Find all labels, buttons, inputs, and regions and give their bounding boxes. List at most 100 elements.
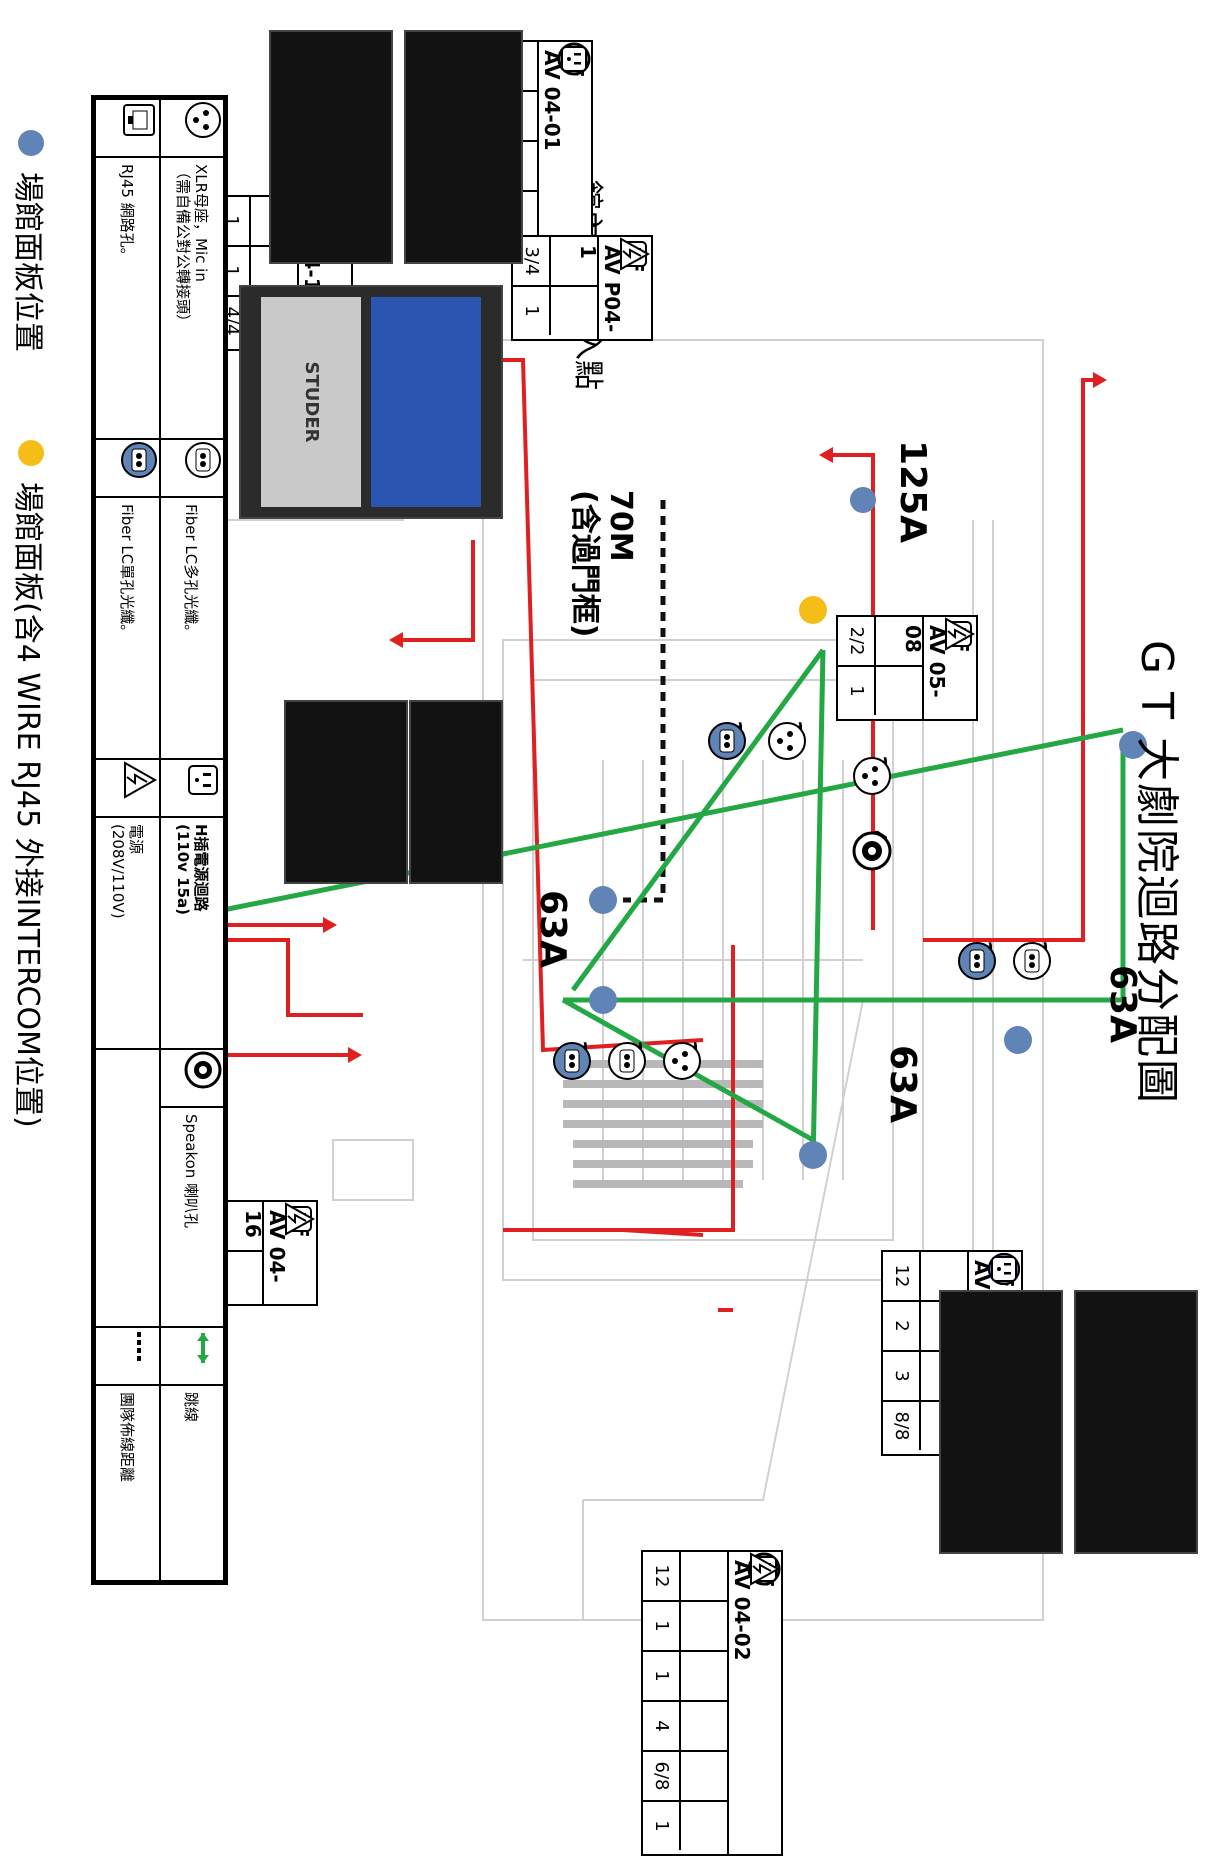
fiber-single-icon xyxy=(679,1553,780,1700)
chip-speakon-top: 4 xyxy=(852,830,893,871)
av-box-count: 2/2 xyxy=(846,626,867,656)
chip-multi-bottom: 1 xyxy=(608,1040,648,1080)
av-box-av0401: 4FAV 04-0112144/4 xyxy=(451,40,593,246)
av-box-cells: 2/2 1 xyxy=(838,617,976,719)
chip-xlr-bottom: 12 xyxy=(663,1040,703,1080)
fiber-single-icon xyxy=(553,1042,591,1080)
legend-speakon-text: Speakon 喇叭孔 xyxy=(161,1108,223,1328)
av-box-cells: 12144/4 xyxy=(453,42,591,244)
av-box-count: 1 xyxy=(651,1820,672,1832)
av-box-code: AV 04-01 xyxy=(540,50,564,151)
legend-outlet-text: H插電源迴路 (110v 15a) xyxy=(161,818,223,1050)
power-outlet-icon xyxy=(188,765,218,795)
av-box-cell: 2/2 xyxy=(838,617,972,667)
legend-icon xyxy=(161,760,223,818)
footer-panel-text: 場館面板位置 xyxy=(10,172,45,352)
fiber-single-icon xyxy=(121,442,157,478)
legend-fiber-single-text: Fiber LC單孔光纖。 xyxy=(96,498,159,760)
av-box-count: 1 xyxy=(521,305,542,317)
power-208-icon xyxy=(214,1202,316,1300)
av-box-count: 12 xyxy=(651,1564,672,1588)
power-outlet-icon xyxy=(549,237,647,285)
fiber-single-icon xyxy=(958,942,996,980)
chip-multi-right: 1 xyxy=(1013,940,1053,980)
chip-xlr-left: 12 xyxy=(768,720,808,760)
legend-team-text: 團隊佈線距離 xyxy=(118,1392,136,1483)
av-box-header: 4FAV 04-02 xyxy=(727,1552,781,1854)
fiber-multi-icon xyxy=(608,1042,646,1080)
av-box-count: 2 xyxy=(891,1320,912,1332)
av-box-cell: 12 xyxy=(643,1552,780,1602)
amp-label-125a: 125A xyxy=(892,440,933,544)
footer-intercom: 場館面板(含4 WIRE RJ45 外接INTERCOM位置) xyxy=(9,440,53,1128)
legend-row: XLR母座，Mic in （需自備公對公轉接頭） Fiber LC多孔光纖。 H… xyxy=(159,100,223,1580)
cable-length-label: 70M (含過門框) xyxy=(566,490,638,637)
fiber-multi-icon xyxy=(1013,942,1051,980)
intercom-dot-icon xyxy=(18,440,44,466)
av-box-cell: 8/8 xyxy=(883,1256,1017,1450)
av-box-avp041: 4FAV P04-13/41 xyxy=(511,235,653,341)
av-box-av0514: 5FAV 05-1412238/8 xyxy=(881,1250,1023,1456)
cable-length: 70M xyxy=(603,490,638,562)
chip-single-bottom: 1 xyxy=(553,1040,593,1080)
legend-icon xyxy=(161,1050,223,1108)
panel-dot xyxy=(1004,1026,1032,1054)
panel-dot xyxy=(799,1141,827,1169)
speakon-icon xyxy=(679,1552,781,1750)
intercom-dot xyxy=(799,596,827,624)
av-box-cells: 4/41 xyxy=(178,1202,316,1304)
av-box-cell: 1 xyxy=(643,1553,780,1652)
av-box-cell: 1 xyxy=(838,617,976,715)
legend-icon xyxy=(161,1328,223,1386)
av-box-count: 12 xyxy=(891,1264,912,1288)
av-box-cell: 1 xyxy=(178,1202,316,1300)
studer-logo: STUDER xyxy=(261,297,361,507)
av-box-count: 1 xyxy=(846,685,867,697)
panel-dot xyxy=(850,487,876,513)
fiber-multi-icon xyxy=(679,1553,780,1650)
panel-dot-icon xyxy=(18,130,44,156)
power-outlet-icon xyxy=(679,1556,777,1800)
footer-intercom-text: 場館面板(含4 WIRE RJ45 外接INTERCOM位置) xyxy=(10,482,45,1128)
panel-dot xyxy=(589,986,617,1014)
av-box-cell: 1 xyxy=(643,1553,780,1702)
power-outlet-icon xyxy=(919,1256,1017,1450)
legend-empty xyxy=(96,1050,159,1328)
power-208-icon xyxy=(679,1552,781,1850)
xlr-icon xyxy=(679,1552,780,1600)
panel-photo xyxy=(409,700,503,884)
xlr-icon xyxy=(185,102,221,138)
chip-fiber-left: 1 xyxy=(708,720,748,760)
chip-xlr-top: 12 xyxy=(853,755,893,795)
power-outlet-icon xyxy=(489,46,587,240)
studer-photo: STUDER xyxy=(239,285,503,519)
legend-icon xyxy=(96,1328,159,1386)
speakon-icon xyxy=(852,831,892,871)
av-box-code: AV 04-02 xyxy=(730,1560,754,1661)
av-box-count: 3 xyxy=(891,1370,912,1382)
av-box-count: 1 xyxy=(651,1620,672,1632)
av-box-cell: 4/4 xyxy=(453,46,587,240)
av-box-av0416: 4FAV 04-164/41 xyxy=(176,1200,318,1306)
footer-panel: 場館面板位置 xyxy=(9,130,53,352)
av-box-cell: 4 xyxy=(643,1552,781,1752)
legend-xlr-text: XLR母座，Mic in （需自備公對公轉接頭） xyxy=(161,158,223,440)
panel-photo xyxy=(939,1290,1063,1554)
xlr-icon xyxy=(853,757,891,795)
panel-photo xyxy=(284,700,408,884)
panel-photo xyxy=(269,30,393,264)
legend-table: XLR母座，Mic in （需自備公對公轉接頭） Fiber LC多孔光纖。 H… xyxy=(91,95,228,1585)
rj45-icon xyxy=(123,104,155,136)
legend-icon xyxy=(96,760,159,818)
legend-icon xyxy=(161,100,223,158)
studer-blue-panel xyxy=(371,297,481,507)
legend-icon xyxy=(96,100,159,158)
legend-fiber-multi-text: Fiber LC多孔光纖。 xyxy=(161,498,223,760)
panel-photo xyxy=(1074,1290,1198,1554)
legend-jumper-text: 跳線 xyxy=(182,1392,201,1423)
rotated-diagram: G T 大劇院迴路分配圖 館內系統輸入點 125A 63A 63A 63A 70… xyxy=(9,30,1198,1856)
av-box-cell: 1 xyxy=(643,1552,781,1850)
